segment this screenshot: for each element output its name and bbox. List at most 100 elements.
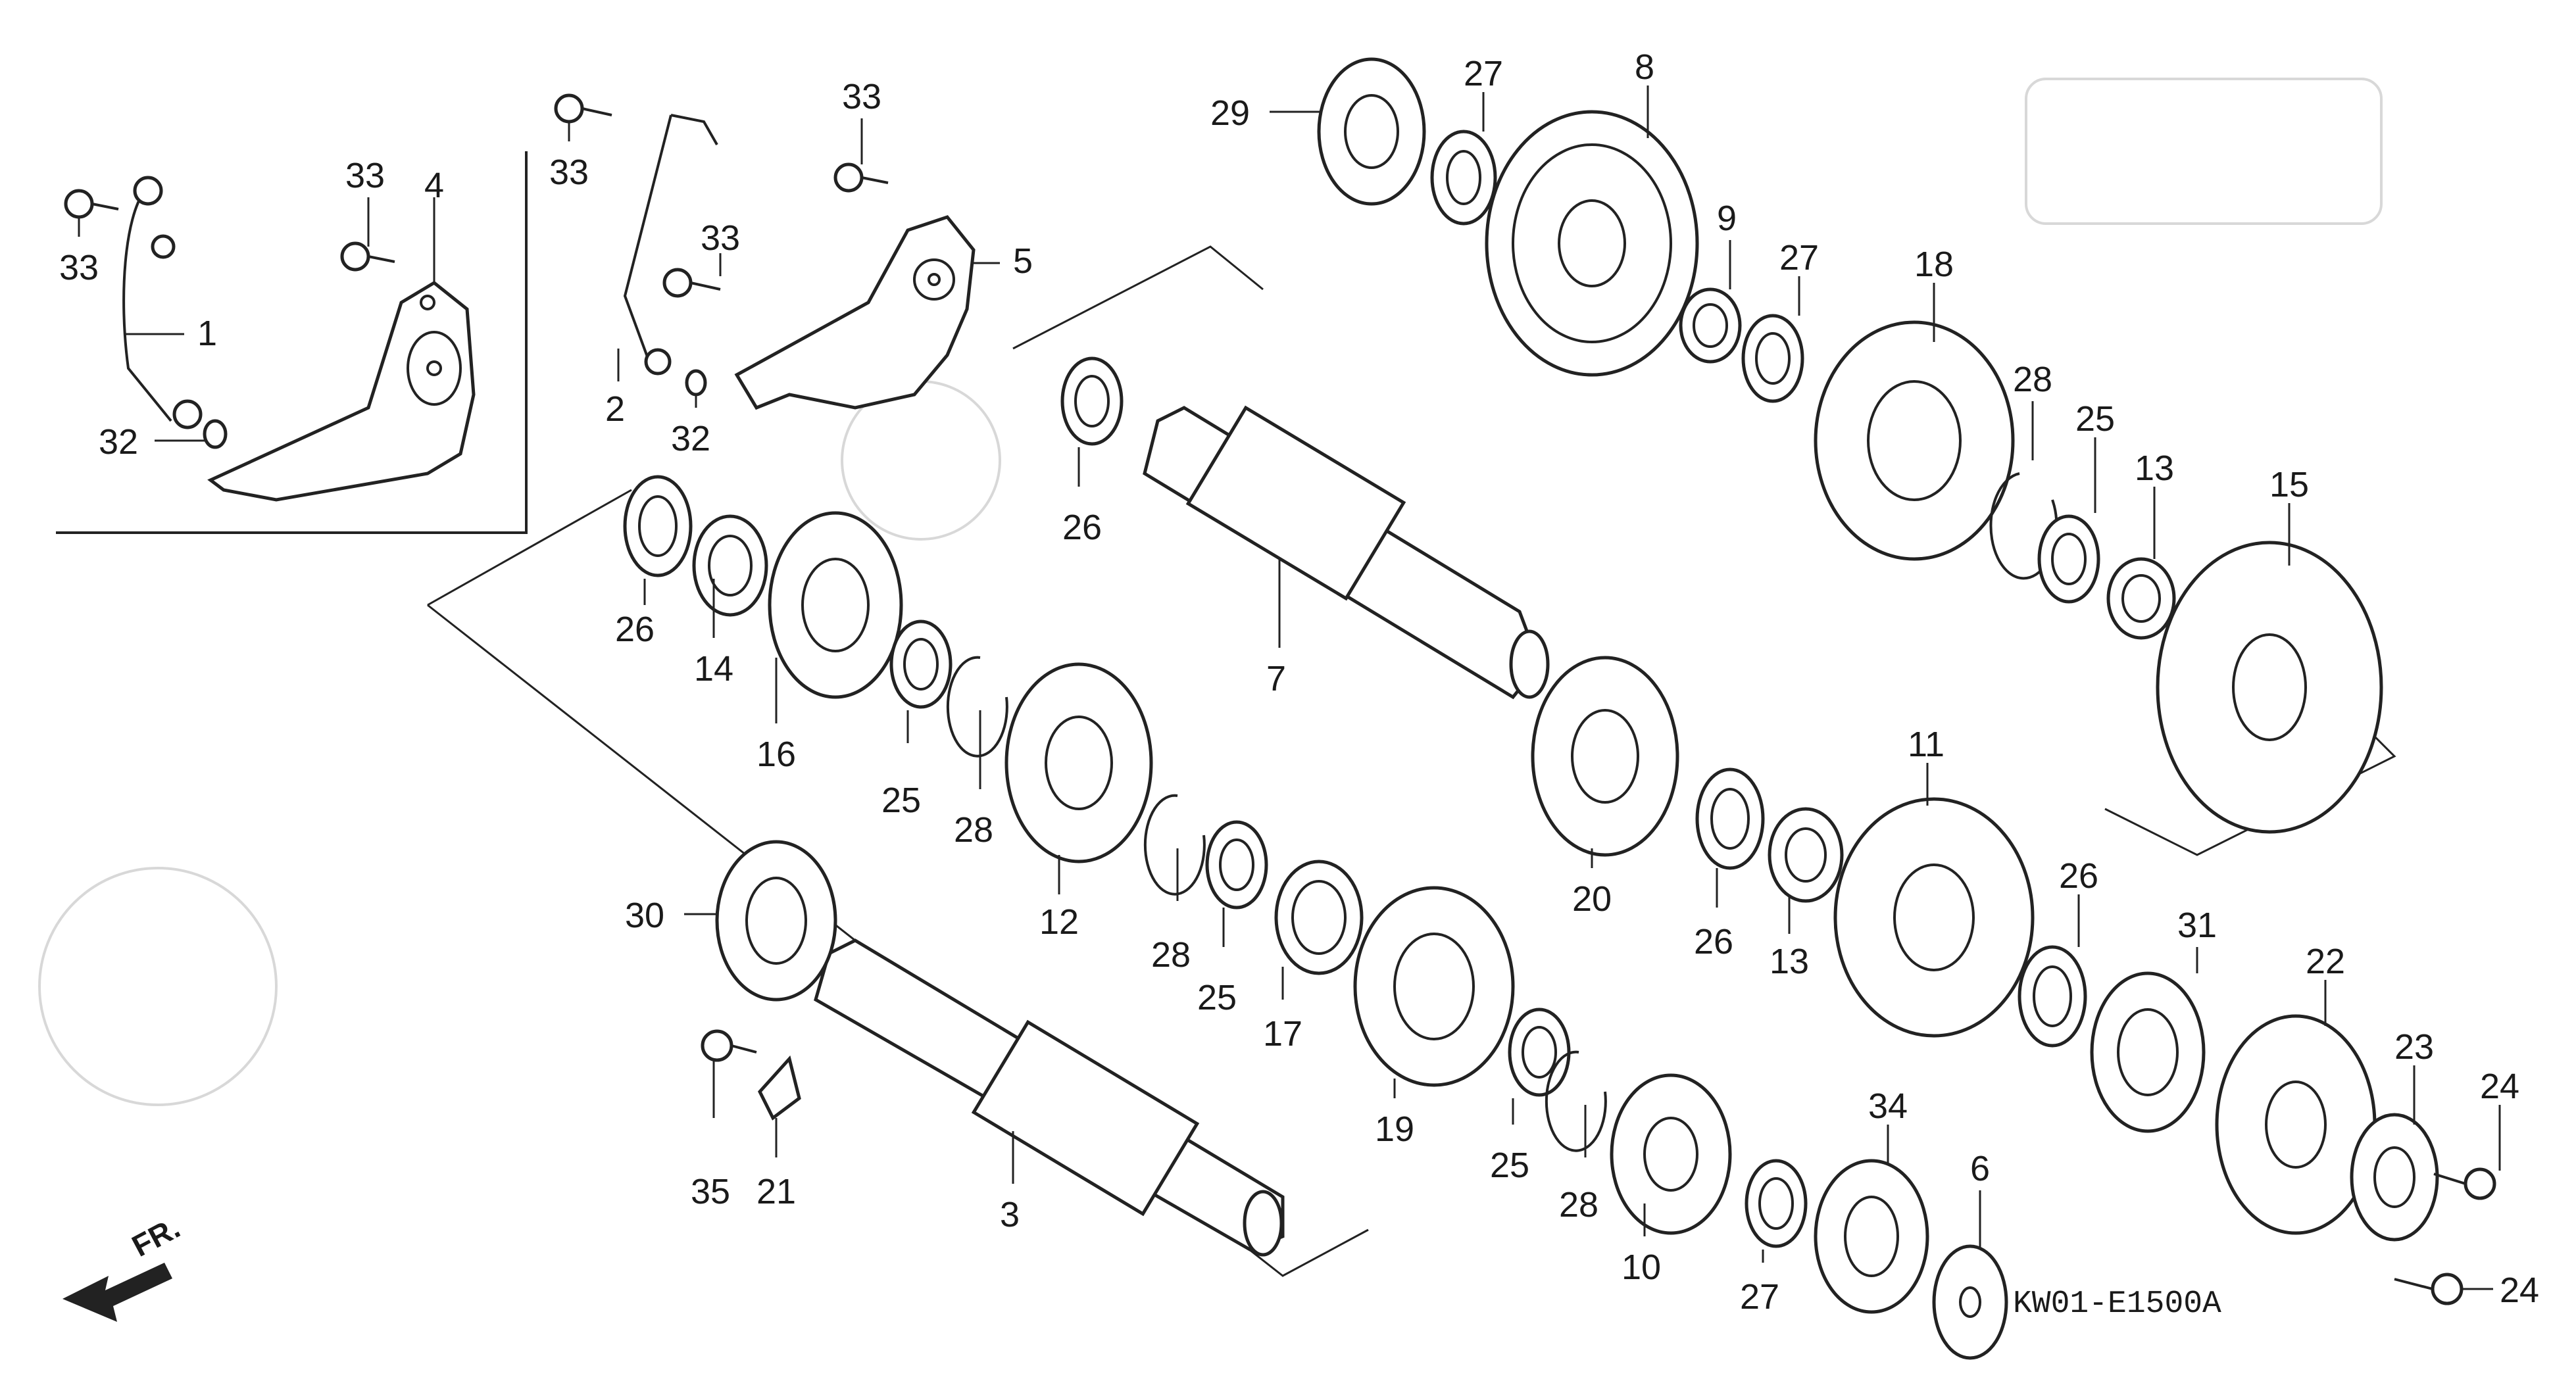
gear-16: [768, 511, 903, 699]
label-28-lower: 28: [1559, 1185, 1598, 1225]
bolt-33-c: [554, 93, 612, 124]
label-9: 9: [1717, 199, 1737, 238]
label-13-mid: 13: [1770, 942, 1809, 981]
washer-26-left: [623, 475, 693, 577]
washer-27-top: [1430, 130, 1497, 226]
label-27-top: 27: [1464, 54, 1503, 93]
left-subframe: [56, 151, 528, 534]
part-bracket-rod: [122, 176, 203, 429]
label-25-left: 25: [881, 781, 921, 820]
washer-32-b: [685, 369, 707, 397]
sprocket-22: [2215, 1014, 2377, 1235]
label-20: 20: [1572, 879, 1612, 919]
front-direction-arrow: [62, 1263, 172, 1322]
washer-25-left: [889, 620, 953, 709]
label-27-mid: 27: [1779, 238, 1819, 278]
label-31: 31: [2177, 906, 2217, 945]
label-24-top: 24: [2480, 1067, 2519, 1106]
label-16: 16: [756, 735, 796, 774]
label-22: 22: [2306, 942, 2345, 981]
part-plate-4: [207, 280, 476, 502]
label-23: 23: [2394, 1027, 2434, 1067]
circlip-28-midleft: [1143, 794, 1206, 896]
label-10: 10: [1622, 1248, 1661, 1287]
washer-25-lower: [1508, 1008, 1571, 1097]
part-plate-5: [734, 215, 976, 410]
bolts-and-washers: [64, 93, 889, 449]
bearing-29: [1317, 57, 1426, 206]
label-26-left: 26: [615, 610, 655, 649]
bolt-33-a: [64, 189, 119, 219]
label-32-left: 32: [99, 422, 138, 462]
plate-23: [2350, 1113, 2439, 1242]
gear-18: [1814, 320, 2015, 561]
bushing-13-mid: [1768, 807, 1844, 903]
bearing-31: [2090, 971, 2206, 1133]
label-27-lower: 27: [1740, 1277, 1779, 1317]
gear-8: [1485, 110, 1699, 377]
label-33-c: 33: [549, 153, 589, 192]
bolt-33-b: [340, 241, 395, 272]
bolt-35: [701, 1029, 757, 1062]
arrow-left-icon: [62, 1263, 172, 1322]
bearing-30: [715, 840, 837, 1002]
bolt-24-top: [2433, 1167, 2496, 1200]
label-24-bottom: 24: [2500, 1271, 2539, 1310]
label-30: 30: [625, 896, 664, 935]
label-11: 11: [1908, 725, 1944, 764]
gear-20: [1531, 656, 1679, 857]
label-28-midleft: 28: [1151, 935, 1191, 975]
label-8: 8: [1635, 47, 1654, 87]
label-35: 35: [691, 1172, 730, 1211]
shaft-3: [814, 938, 1285, 1257]
label-33-d: 33: [842, 77, 881, 116]
circlip-28-lower: [1545, 1050, 1607, 1152]
diagram-code: KW01-E1500A: [2013, 1286, 2221, 1322]
label-7: 7: [1266, 659, 1286, 698]
label-18: 18: [1914, 245, 1954, 284]
label-3: 3: [1000, 1195, 1020, 1234]
label-25-midleft: 25: [1197, 978, 1237, 1017]
label-33-e: 33: [701, 218, 740, 258]
plate-21: [758, 1055, 801, 1121]
washer-27-mid: [1741, 314, 1804, 403]
label-21: 21: [756, 1172, 796, 1211]
label-28-left: 28: [954, 810, 993, 850]
gear-19: [1353, 886, 1515, 1087]
label-5: 5: [1013, 241, 1033, 281]
label-12: 12: [1039, 902, 1079, 942]
bolt-33-d: [833, 162, 889, 193]
part-rod-2: [623, 114, 718, 376]
circlip-28-left: [946, 656, 1008, 758]
label-2: 2: [605, 389, 625, 429]
label-19: 19: [1375, 1109, 1414, 1149]
gear-11: [1833, 797, 2035, 1038]
label-13-top: 13: [2135, 449, 2174, 488]
direction-label: FR.: [126, 1210, 186, 1263]
label-14: 14: [694, 649, 733, 689]
washer-26-shaft7: [1060, 356, 1124, 446]
shaft-7: [1143, 405, 1550, 700]
label-33-b: 33: [345, 156, 385, 195]
label-26-right: 26: [2059, 856, 2098, 896]
label-26-shaft7: 26: [1062, 508, 1102, 547]
label-17: 17: [1263, 1014, 1302, 1054]
label-4: 4: [424, 166, 444, 205]
label-29: 29: [1210, 93, 1250, 133]
washer-27-lower: [1745, 1159, 1808, 1248]
label-6: 6: [1970, 1149, 1990, 1188]
label-26-mid: 26: [1694, 922, 1733, 961]
bushing-13-top: [2106, 557, 2176, 640]
label-28-top: 28: [2013, 360, 2052, 399]
washer-25-midleft: [1205, 820, 1268, 910]
bearing-17: [1274, 860, 1364, 975]
collar-9: [1679, 287, 1742, 364]
washer-25-top: [2037, 514, 2100, 604]
washer-26-right: [2018, 945, 2087, 1048]
gear-15: [2156, 541, 2383, 834]
label-15: 15: [2269, 465, 2309, 504]
part-labels: 1 2 3 4 5 6 7 8 9 10 11 12 13: [59, 47, 2539, 1317]
label-34: 34: [1868, 1086, 1908, 1126]
label-1: 1: [197, 314, 217, 353]
